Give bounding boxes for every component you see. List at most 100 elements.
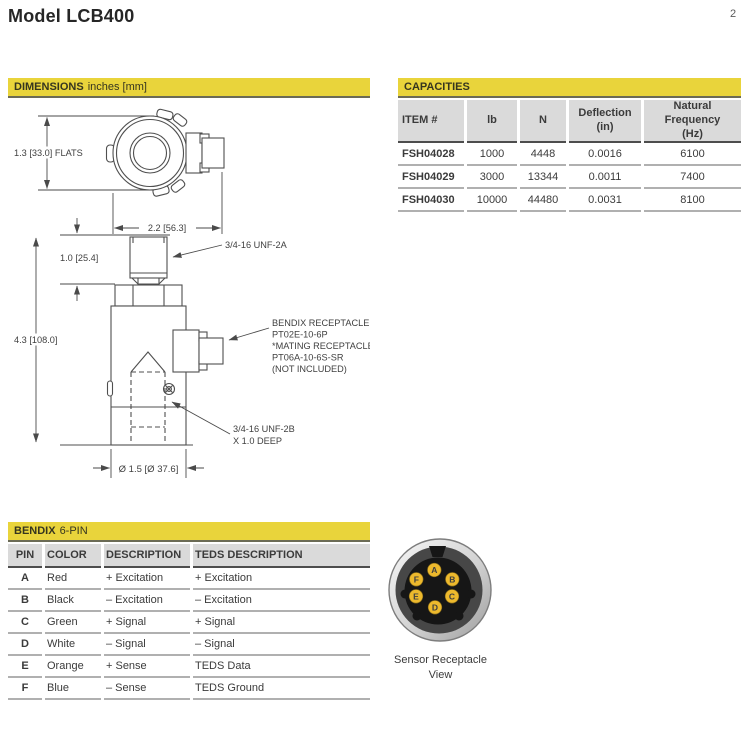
pin-letter: F <box>8 678 42 700</box>
pin-teds-description: – Excitation <box>193 590 370 612</box>
table-row: C Green + Signal + Signal <box>8 612 370 634</box>
receptacle-caption: Sensor Receptacle View <box>368 653 513 683</box>
pin-description: – Signal <box>104 634 190 656</box>
dim-diameter-label: Ø 1.5 [Ø 37.6] <box>119 464 179 475</box>
table-row: B Black – Excitation – Excitation <box>8 590 370 612</box>
page-title: Model LCB400 <box>8 6 135 26</box>
pin-description: – Sense <box>104 678 190 700</box>
dim-width-label: 2.2 [56.3] <box>148 223 186 233</box>
deflection-value: 0.0016 <box>569 143 641 167</box>
receptacle-label-line: PT06A-10-6S-SR <box>272 353 344 363</box>
dimensions-bar-title: DIMENSIONS <box>14 81 84 93</box>
capacities-col-deflection: Deflection(in) <box>569 100 641 144</box>
dimensions-bar-subtitle: inches [mm] <box>87 81 147 93</box>
thread-top-label: 3/4-16 UNF-2A <box>225 240 288 250</box>
thread-bottom-label-line: 3/4-16 UNF-2B <box>233 424 295 434</box>
pin-teds-description: TEDS Data <box>193 656 370 678</box>
pin-description: + Excitation <box>104 568 190 590</box>
table-row: FSH04030 10000 44480 0.0031 8100 <box>398 189 741 213</box>
side-view-drawing <box>60 236 224 446</box>
pin-color: Blue <box>45 678 101 700</box>
pin-letter: D <box>8 634 42 656</box>
pin-b-label: B <box>449 574 455 584</box>
pin-color: Black <box>45 590 101 612</box>
bendix-col-description: DESCRIPTION <box>104 544 190 568</box>
capacities-col-lb: lb <box>467 100 517 144</box>
natural-frequency-value: 6100 <box>644 143 741 167</box>
connector-pins: A B C D E F <box>408 562 460 615</box>
receptacle-label-line: *MATING RECEPTACLE <box>272 341 370 351</box>
item-number: FSH04028 <box>398 143 464 167</box>
table-row: FSH04029 3000 13344 0.0011 7400 <box>398 166 741 190</box>
capacity-n: 13344 <box>520 166 566 190</box>
side-view-dimensions <box>33 218 270 478</box>
item-number: FSH04029 <box>398 166 464 190</box>
receptacle-label-line: PT02E-10-6P <box>272 330 328 340</box>
bendix-col-teds: TEDS DESCRIPTION <box>193 544 370 568</box>
capacity-lb: 1000 <box>467 143 517 167</box>
bendix-col-color: COLOR <box>45 544 101 568</box>
top-view-drawing <box>105 108 225 197</box>
pin-teds-description: + Excitation <box>193 568 370 590</box>
table-row: E Orange + Sense TEDS Data <box>8 656 370 678</box>
pin-teds-description: – Signal <box>193 634 370 656</box>
natural-frequency-value: 8100 <box>644 189 741 213</box>
table-row: A Red + Excitation + Excitation <box>8 568 370 590</box>
capacities-header-row: ITEM # lb N Deflection(in) Natural Frequ… <box>398 100 741 144</box>
pin-description: + Sense <box>104 656 190 678</box>
capacity-n: 4448 <box>520 143 566 167</box>
pin-letter: B <box>8 590 42 612</box>
pin-e-label: E <box>413 591 419 601</box>
deflection-value: 0.0011 <box>569 166 641 190</box>
pin-d-label: D <box>432 602 438 612</box>
capacity-n: 44480 <box>520 189 566 213</box>
pin-color: Green <box>45 612 101 634</box>
pin-teds-description: + Signal <box>193 612 370 634</box>
table-row: FSH04028 1000 4448 0.0016 6100 <box>398 143 741 167</box>
capacities-col-natfreq: Natural Frequency(Hz) <box>644 100 741 144</box>
pin-a-label: A <box>431 565 437 575</box>
capacities-bar-title: CAPACITIES <box>404 81 470 93</box>
pin-description: – Excitation <box>104 590 190 612</box>
capacities-table: ITEM # lb N Deflection(in) Natural Frequ… <box>395 100 744 213</box>
thread-bottom-label-line: X 1.0 DEEP <box>233 436 282 446</box>
item-number: FSH04030 <box>398 189 464 213</box>
pin-teds-description: TEDS Ground <box>193 678 370 700</box>
dimension-drawing: 1.3 [33.0] FLATS 2.2 [56.3] <box>12 108 370 478</box>
capacities-col-n: N <box>520 100 566 144</box>
dim-flats-label: 1.3 [33.0] FLATS <box>14 148 83 158</box>
capacities-col-item: ITEM # <box>398 100 464 144</box>
pin-letter: A <box>8 568 42 590</box>
receptacle-label-line: BENDIX RECEPTACLE <box>272 318 369 328</box>
table-row: D White – Signal – Signal <box>8 634 370 656</box>
bendix-pin-table: PIN COLOR DESCRIPTION TEDS DESCRIPTION A… <box>5 544 373 700</box>
pin-letter: C <box>8 612 42 634</box>
pin-color: White <box>45 634 101 656</box>
natural-frequency-value: 7400 <box>644 166 741 190</box>
pin-letter: E <box>8 656 42 678</box>
dim-total-height-label: 4.3 [108.0] <box>14 335 57 345</box>
dim-stud-height-label: 1.0 [25.4] <box>60 253 98 263</box>
capacity-lb: 3000 <box>467 166 517 190</box>
receptacle-caption-line2: View <box>428 669 453 681</box>
pin-c-label: C <box>449 591 455 601</box>
pin-f-label: F <box>414 574 419 584</box>
bendix-col-pin: PIN <box>8 544 42 568</box>
bendix-header-row: PIN COLOR DESCRIPTION TEDS DESCRIPTION <box>8 544 370 568</box>
connector-shell <box>388 538 492 642</box>
pin-description: + Signal <box>104 612 190 634</box>
receptacle-caption-line1: Sensor Receptacle <box>394 654 487 666</box>
capacities-section-bar: CAPACITIES <box>398 78 741 98</box>
capacity-lb: 10000 <box>467 189 517 213</box>
bendix-bar-subtitle: 6-PIN <box>59 525 88 537</box>
table-row: F Blue – Sense TEDS Ground <box>8 678 370 700</box>
receptacle-label-line: (NOT INCLUDED) <box>272 364 347 374</box>
pin-color: Orange <box>45 656 101 678</box>
sensor-receptacle-diagram: A B C D E F <box>388 538 492 642</box>
bendix-bar-title: BENDIX <box>14 525 56 537</box>
pin-color: Red <box>45 568 101 590</box>
page-number: 2 <box>730 8 737 20</box>
